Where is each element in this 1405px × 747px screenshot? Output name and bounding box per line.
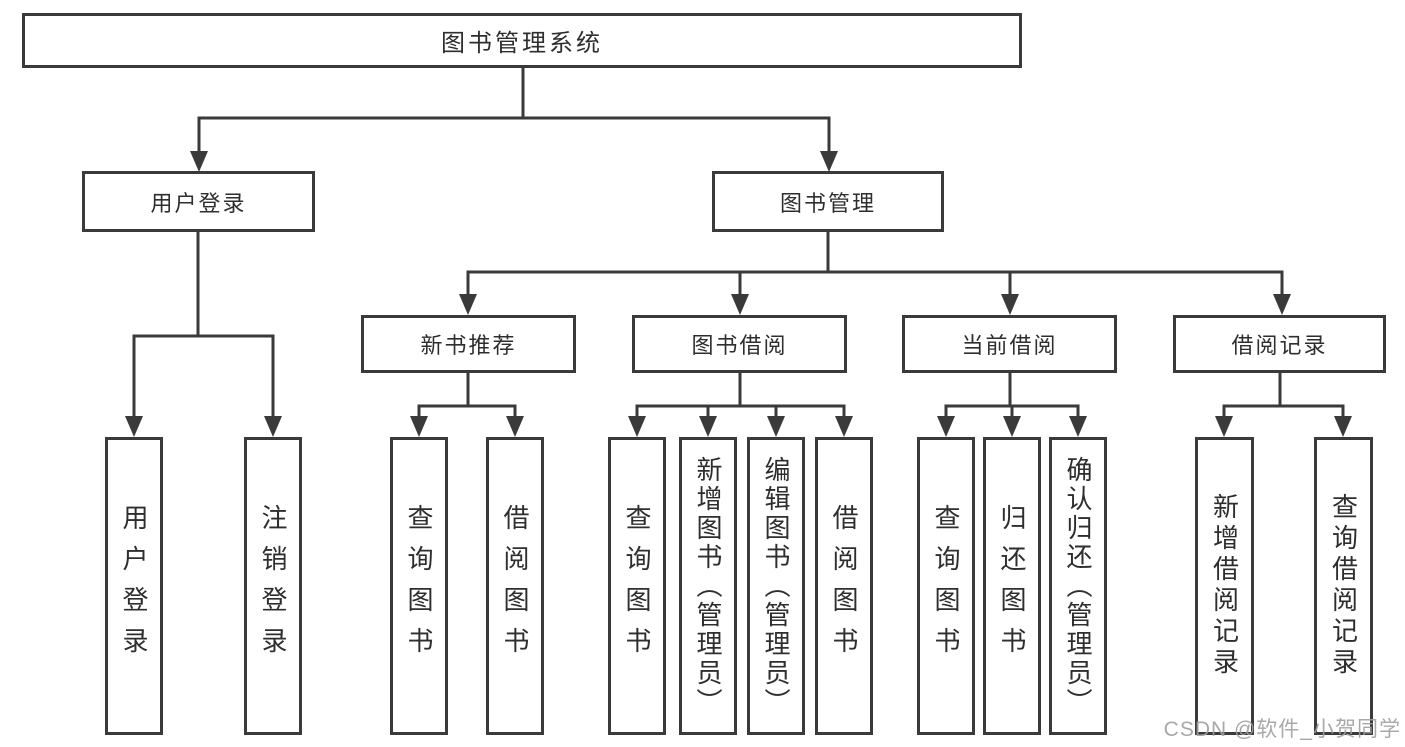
node-label: 归还图书 [997, 504, 1027, 668]
leaf-borrow-books: 借阅图书 [815, 437, 873, 735]
leaf-query-borrow-record: 查询借阅记录 [1314, 437, 1373, 735]
leaf-add-borrow-record: 新增借阅记录 [1195, 437, 1254, 735]
leaf-user-login: 用户登录 [105, 437, 163, 735]
node-label: 新书推荐 [420, 333, 517, 358]
node-user-login: 用户登录 [82, 171, 315, 232]
node-label: 图书管理系统 [441, 30, 603, 57]
node-label: 用户登录 [119, 504, 149, 668]
node-label: 新增借阅记录 [1209, 493, 1240, 679]
node-book-management: 图书管理 [712, 171, 944, 232]
node-label: 查询图书 [931, 504, 961, 668]
node-label: 查询图书 [404, 504, 434, 668]
node-borrowing-records: 借阅记录 [1173, 315, 1386, 373]
node-label: 图书借阅 [691, 333, 788, 358]
node-label: 确认归还（管理员） [1063, 455, 1093, 717]
leaf-edit-book-admin: 编辑图书（管理员） [747, 437, 805, 735]
leaf-query-books-current: 查询图书 [917, 437, 975, 735]
node-label: 借阅图书 [829, 504, 859, 668]
leaf-add-book-admin: 新增图书（管理员） [679, 437, 737, 735]
leaf-logout: 注销登录 [244, 437, 302, 735]
node-new-book-recommendation: 新书推荐 [361, 315, 576, 373]
leaf-query-books-borrow: 查询图书 [608, 437, 666, 735]
leaf-confirm-return-admin: 确认归还（管理员） [1049, 437, 1107, 735]
node-label: 借阅图书 [500, 504, 530, 668]
node-label: 借阅记录 [1231, 333, 1328, 358]
node-book-management-system: 图书管理系统 [22, 13, 1022, 68]
node-label: 查询借阅记录 [1328, 493, 1359, 679]
node-label: 注销登录 [258, 504, 288, 668]
node-label: 查询图书 [622, 504, 652, 668]
csdn-watermark: CSDN @软件_小贺同学 [1163, 718, 1401, 741]
node-label: 当前借阅 [961, 333, 1058, 358]
node-label: 用户登录 [150, 190, 247, 216]
node-current-borrowing: 当前借阅 [902, 315, 1117, 373]
leaf-borrow-books-recommend: 借阅图书 [486, 437, 544, 735]
node-label: 编辑图书（管理员） [761, 455, 791, 717]
node-label: 新增图书（管理员） [693, 455, 723, 717]
node-book-borrowing: 图书借阅 [632, 315, 847, 373]
leaf-return-books: 归还图书 [983, 437, 1041, 735]
node-label: 图书管理 [779, 190, 876, 216]
leaf-query-books-recommend: 查询图书 [390, 437, 448, 735]
arrowheads [125, 151, 1352, 437]
